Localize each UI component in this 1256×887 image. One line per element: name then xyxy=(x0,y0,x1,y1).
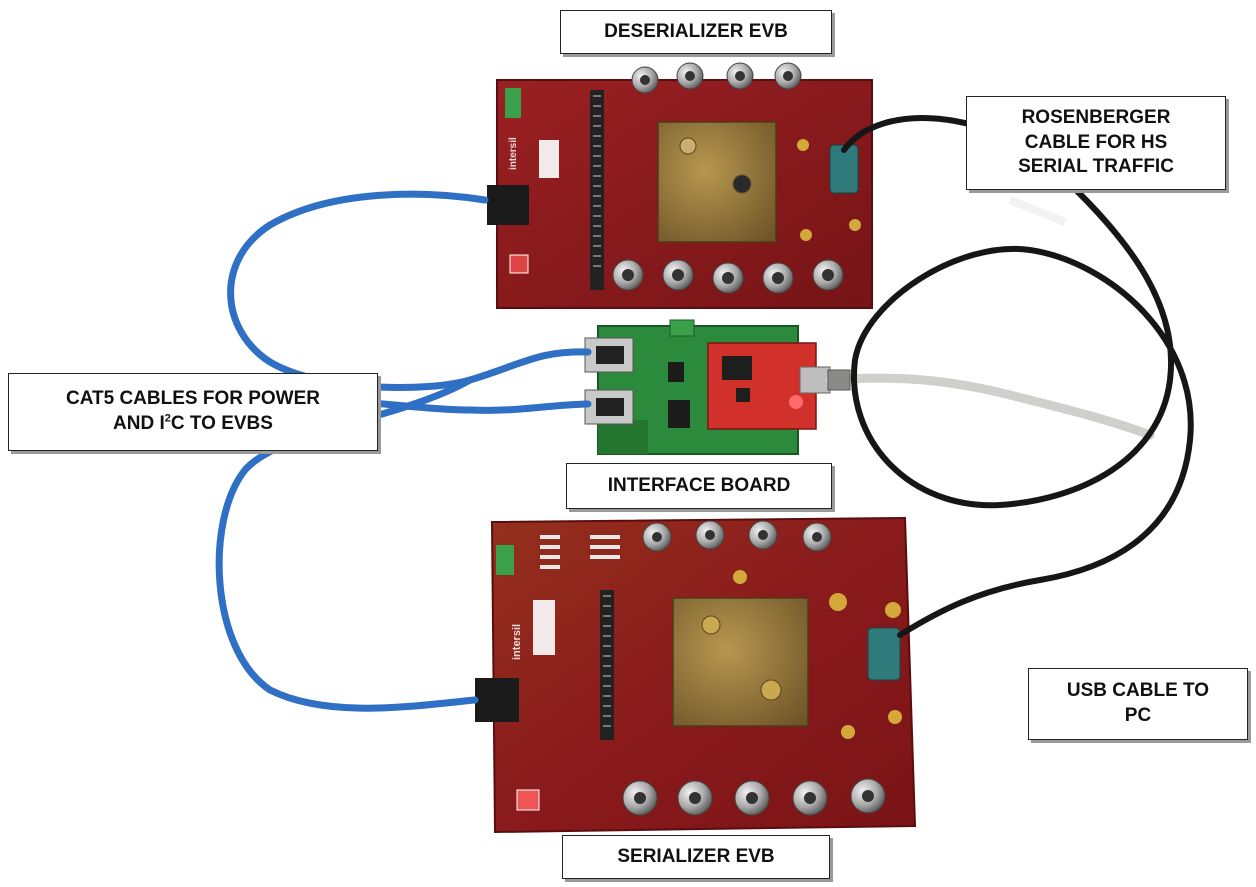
interface-terminal xyxy=(669,319,695,337)
usb-cable xyxy=(825,373,1155,440)
interface-board-label: INTERFACE BOARD xyxy=(566,463,832,509)
serializer-bottom-bnc-row xyxy=(622,778,886,816)
deserializer-evb-label: DESERIALIZER EVB xyxy=(560,10,832,54)
rosenberger-line-2: CABLE FOR HS xyxy=(1024,131,1168,153)
rosenberger-cable-label: ROSENBERGER CABLE FOR HS SERIAL TRAFFIC xyxy=(966,96,1226,190)
cat5-line-1: CAT5 CABLES FOR POWER xyxy=(65,388,321,410)
rosenberger-cable xyxy=(841,115,1194,638)
serializer-evb-label: SERIALIZER EVB xyxy=(562,835,830,879)
serializer-board: intersil xyxy=(475,516,917,834)
serializer-ic-socket xyxy=(672,597,809,727)
serializer-vendor-mark: intersil xyxy=(511,624,523,660)
power-terminal xyxy=(496,545,514,575)
deserializer-rosenberger-connector xyxy=(829,144,859,194)
pin-header xyxy=(590,90,604,290)
deserializer-vendor-mark: intersil xyxy=(508,137,519,170)
power-terminal xyxy=(505,88,521,118)
rosenberger-line-3: SERIAL TRAFFIC xyxy=(1018,156,1174,178)
usb-i2c-dongle xyxy=(707,342,817,430)
rosenberger-line-1: ROSENBERGER xyxy=(1021,106,1171,128)
usb-cable-label: USB CABLE TO PC xyxy=(1028,668,1248,740)
deserializer-ic-socket xyxy=(657,121,777,243)
usb-line-2: PC xyxy=(1124,705,1152,726)
deserializer-top-bnc-row xyxy=(631,62,802,94)
interface-board xyxy=(584,319,831,455)
cat5-cables-label: CAT5 CABLES FOR POWER AND I2C TO EVBS xyxy=(8,373,378,451)
deserializer-bottom-bnc-row xyxy=(612,259,844,294)
usb-line-1: USB CABLE TO xyxy=(1066,680,1210,702)
serializer-evb-text: SERIALIZER EVB xyxy=(617,845,775,867)
deserializer-rj45-jack xyxy=(487,185,529,225)
cat5-line-2: AND I2C TO EVBS xyxy=(113,412,273,434)
deserializer-evb-text: DESERIALIZER EVB xyxy=(604,20,788,42)
usb-plug xyxy=(827,369,851,391)
serializer-rj45-jack xyxy=(475,678,519,722)
deserializer-board: intersil xyxy=(487,62,873,309)
interface-board-text: INTERFACE BOARD xyxy=(607,474,791,496)
serializer-top-bnc-row xyxy=(642,520,832,552)
serializer-rosenberger-connector xyxy=(867,627,901,681)
